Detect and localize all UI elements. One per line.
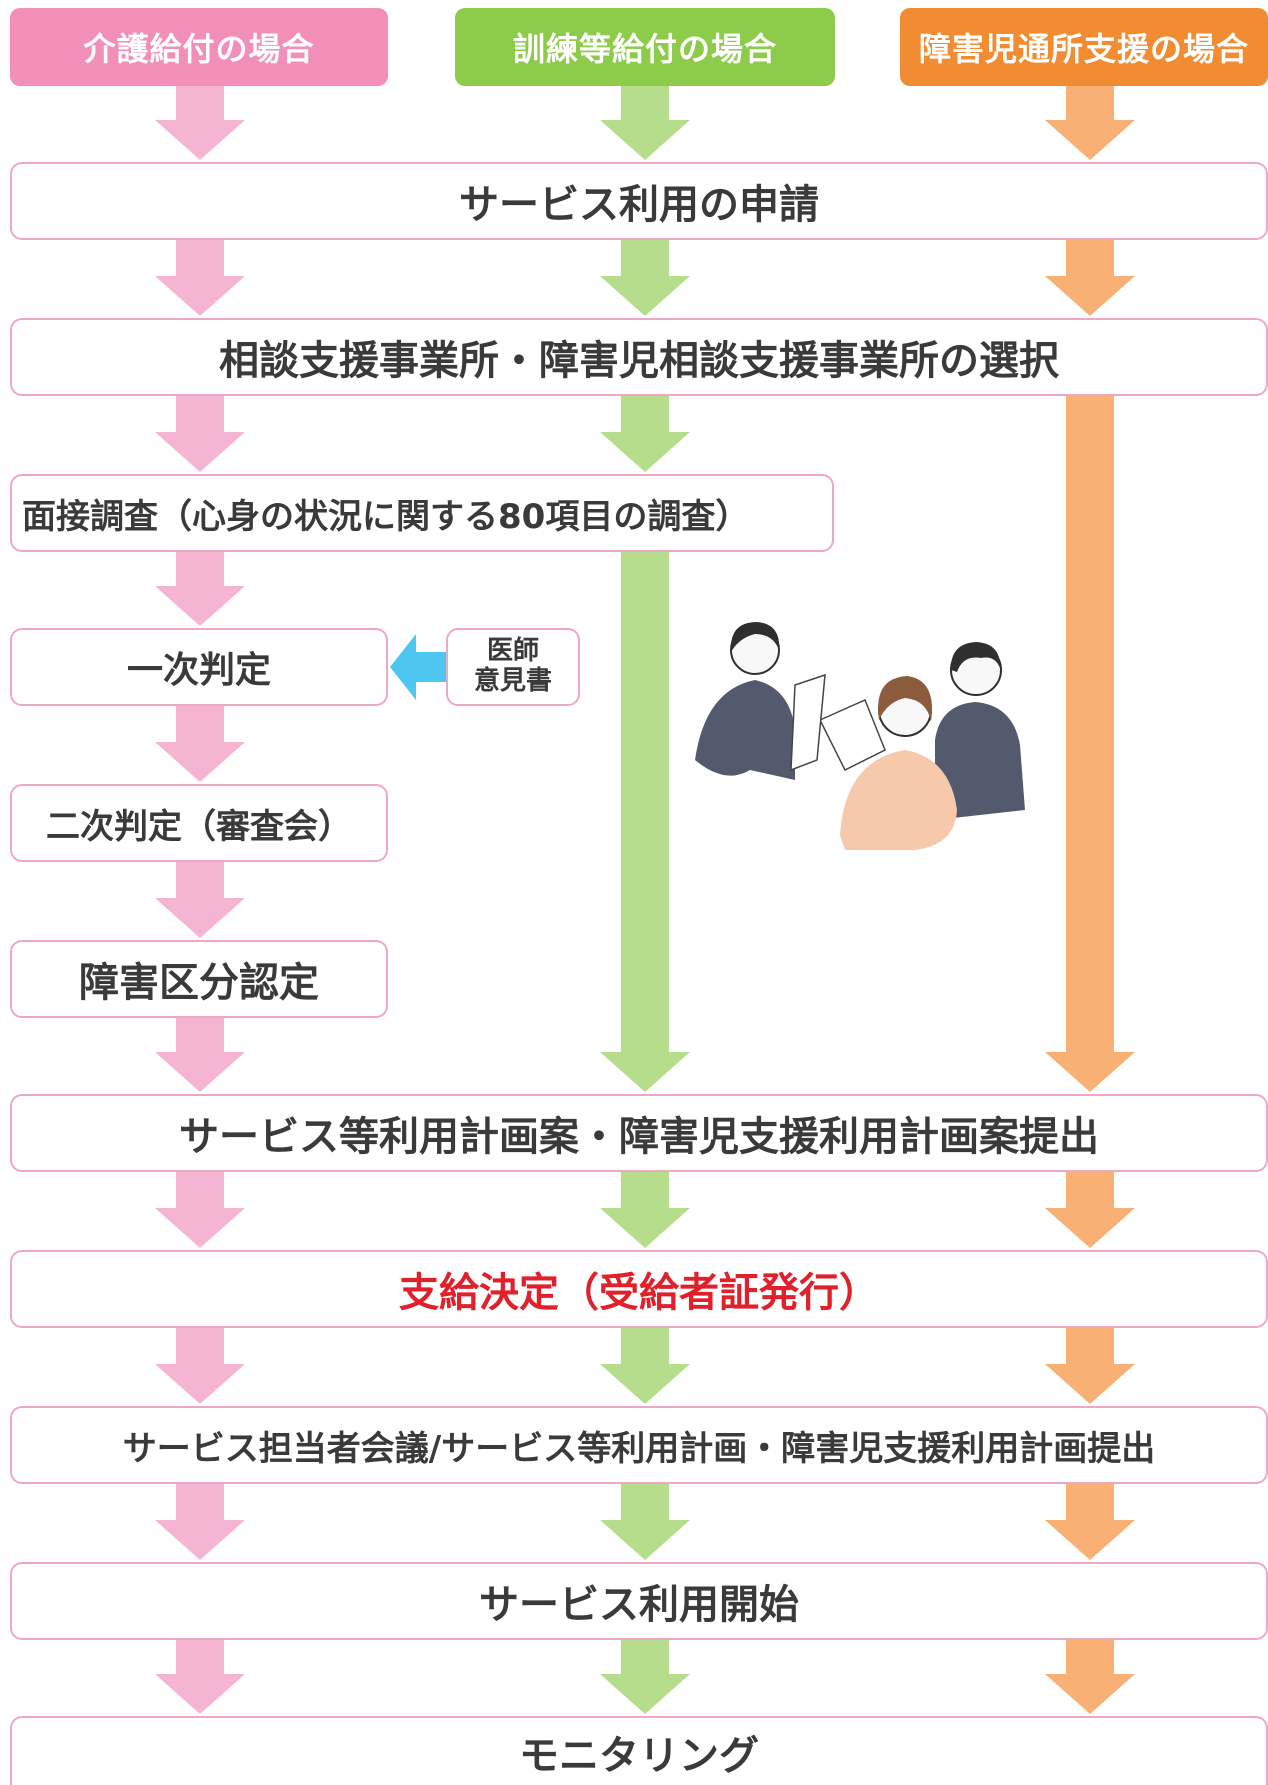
step-start: サービス利用開始 bbox=[10, 1562, 1268, 1640]
step-monitoring: モニタリング bbox=[10, 1716, 1268, 1785]
step-decision: 支給決定（受給者証発行） bbox=[10, 1250, 1268, 1328]
header-kunren: 訓練等給付の場合 bbox=[455, 8, 835, 86]
doctor-to-first-arrow-icon bbox=[390, 634, 446, 700]
step-interview: 面接調査（心身の状況に関する80項目の調査） bbox=[10, 474, 834, 552]
doctor-opinion: 医師 意見書 bbox=[446, 628, 580, 706]
step-plan-draft: サービス等利用計画案・障害児支援利用計画案提出 bbox=[10, 1094, 1268, 1172]
header-jido: 障害児通所支援の場合 bbox=[900, 8, 1268, 86]
step-disability-category: 障害区分認定 bbox=[10, 940, 388, 1018]
step-selection: 相談支援事業所・障害児相談支援事業所の選択 bbox=[10, 318, 1268, 396]
step-second-judgment: 二次判定（審査会） bbox=[10, 784, 388, 862]
step-application: サービス利用の申請 bbox=[10, 162, 1268, 240]
consultation-illustration bbox=[695, 622, 1025, 850]
step-meeting: サービス担当者会議/サービス等利用計画・障害児支援利用計画提出 bbox=[10, 1406, 1268, 1484]
step-first-judgment: 一次判定 bbox=[10, 628, 388, 706]
header-kaigo: 介護給付の場合 bbox=[10, 8, 388, 86]
